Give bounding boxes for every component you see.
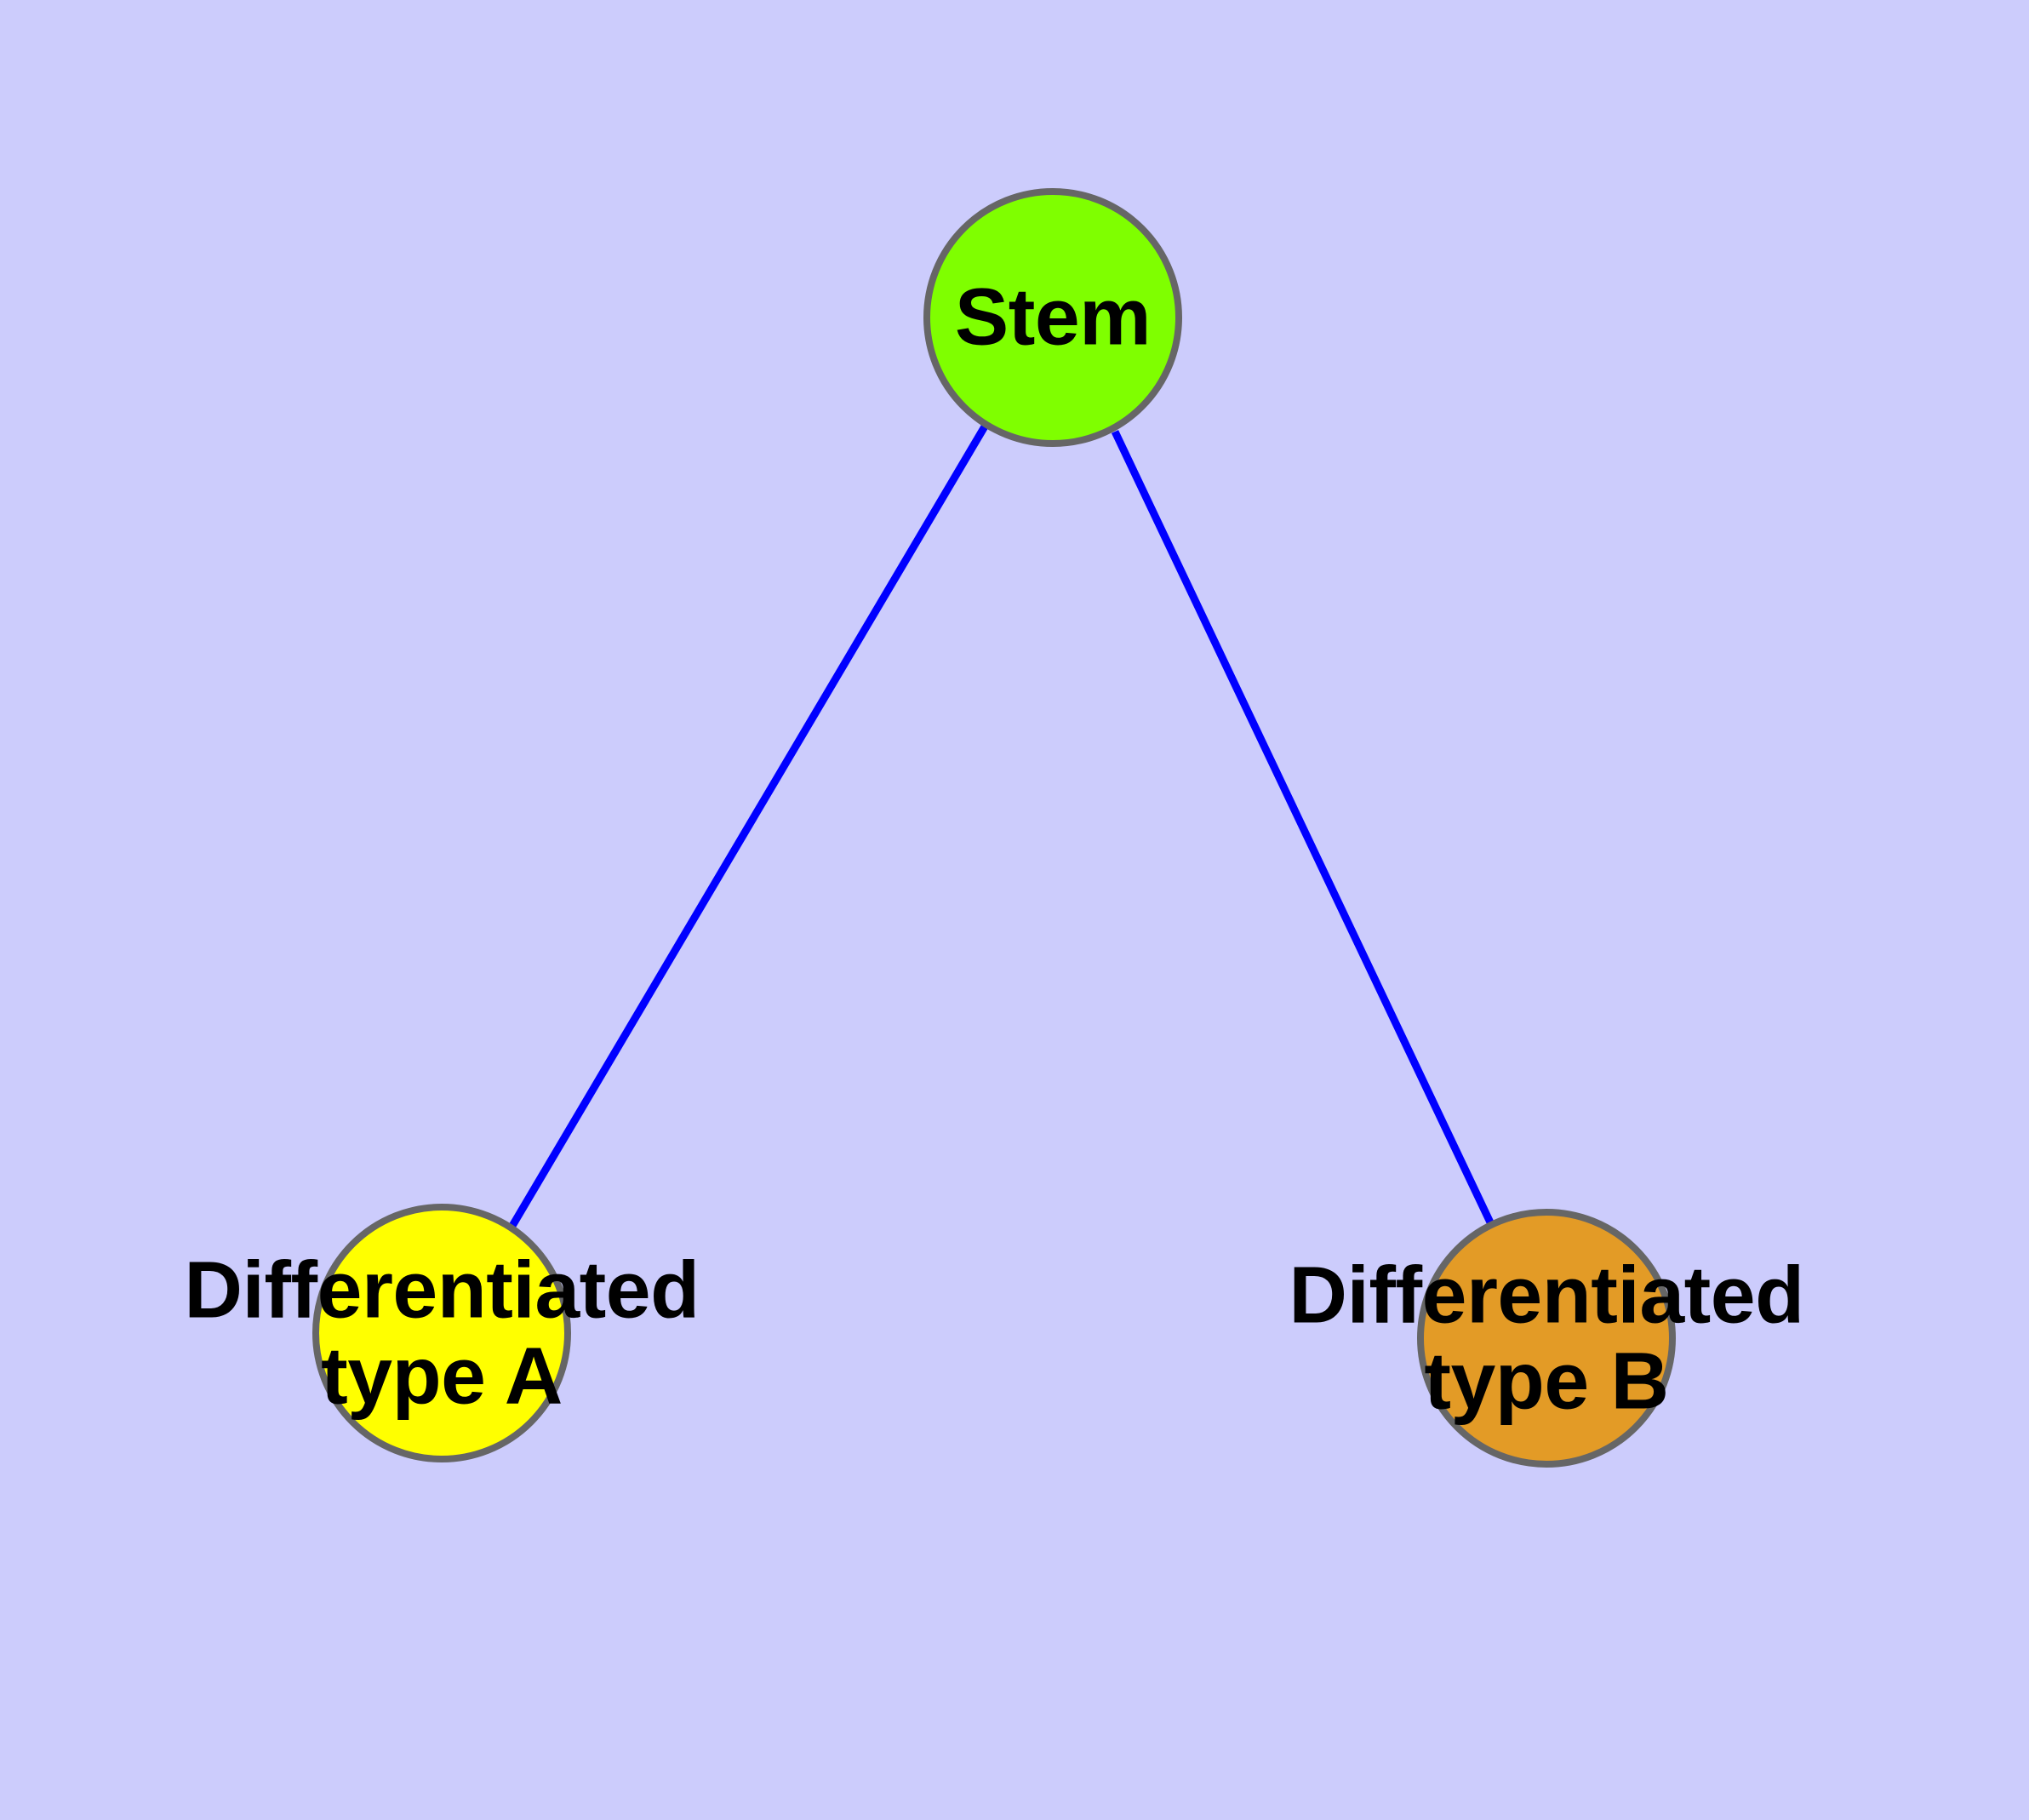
node-circle-stem[interactable] <box>923 188 1182 447</box>
node-layer <box>312 188 1676 1468</box>
edge-layer <box>509 424 1495 1228</box>
edge-stem-to-diff-b[interactable] <box>1111 430 1495 1224</box>
edge-stem-to-diff-a[interactable] <box>509 424 988 1228</box>
node-circle-diff-a[interactable] <box>312 1204 571 1462</box>
node-circle-diff-b[interactable] <box>1417 1209 1676 1468</box>
